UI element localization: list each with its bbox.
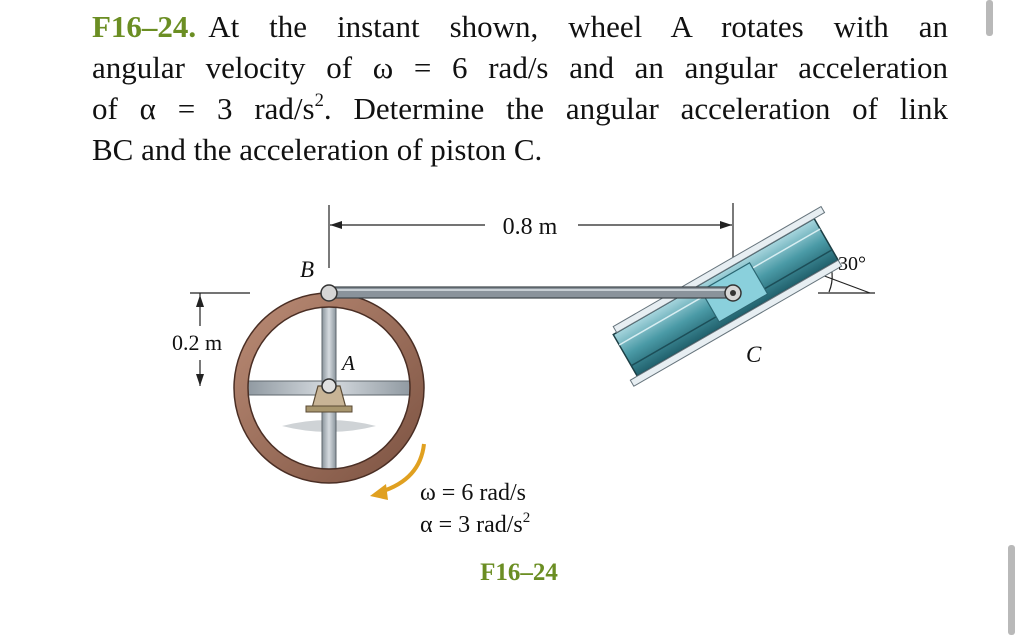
alpha-label: α = 3 rad/s2 bbox=[420, 510, 530, 538]
scroll-indicator-bottom bbox=[1008, 545, 1015, 635]
problem-line-1: F16–24.At the instant shown, wheel A rot… bbox=[92, 9, 948, 44]
figure-caption: F16–24 bbox=[480, 559, 558, 586]
label-c: C bbox=[746, 342, 762, 367]
dim-label-vertical: 0.2 m bbox=[172, 330, 222, 355]
scroll-indicator-top bbox=[986, 0, 993, 36]
label-b: B bbox=[300, 257, 314, 282]
wheel-a bbox=[233, 292, 425, 484]
dimension-arrowheads bbox=[196, 221, 732, 386]
problem-number: F16–24. bbox=[92, 9, 197, 44]
angle-label: 30° bbox=[838, 253, 866, 275]
label-a: A bbox=[340, 351, 355, 375]
dim-label-horizontal: 0.8 m bbox=[503, 214, 558, 240]
pin-b bbox=[320, 284, 338, 302]
rotation-arrow-icon bbox=[379, 443, 426, 494]
link-bc bbox=[320, 284, 742, 302]
rotation-arrowhead-icon bbox=[370, 484, 388, 500]
problem-line-4: BC and the acceleration of piston C. bbox=[92, 132, 543, 167]
pin-a bbox=[321, 378, 337, 394]
omega-label: ω = 6 rad/s bbox=[420, 480, 526, 506]
problem-line-2: angular velocity of ω = 6 rad/s and an a… bbox=[92, 50, 948, 85]
problem-statement: F16–24.At the instant shown, wheel A rot… bbox=[92, 6, 948, 170]
problem-line-3: of α = 3 rad/s2. Determine the angular a… bbox=[92, 89, 949, 126]
